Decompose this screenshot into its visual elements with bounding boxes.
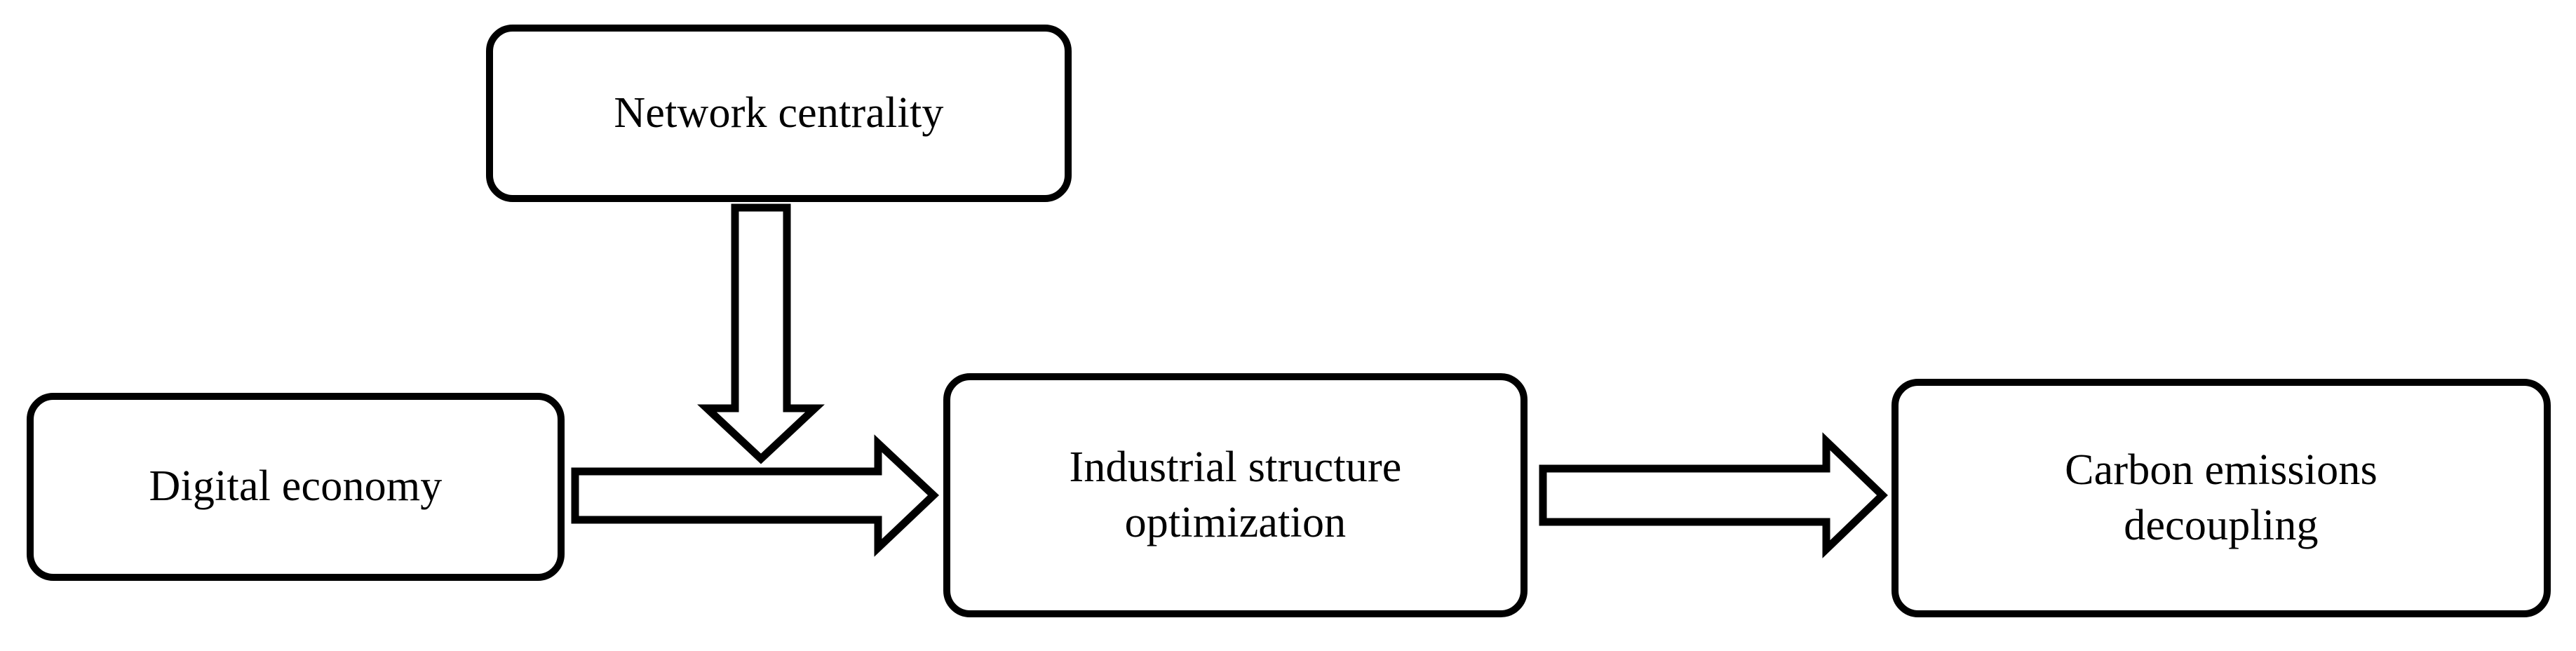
arrow-right-icon-digital-to-industrial [571, 434, 940, 557]
arrow-right-glyph [571, 434, 940, 557]
node-digital-economy[interactable]: Digital economy [27, 393, 565, 581]
arrow-right-icon-industrial-to-carbon [1539, 432, 1888, 558]
arrow-right-shape [1539, 432, 1888, 558]
node-industrial-structure-optimization-label: Industrial structure optimization [1069, 443, 1402, 546]
node-network-centrality-label: Network centrality [614, 88, 944, 137]
node-carbon-emissions-decoupling-label: Carbon emissions decoupling [2065, 445, 2378, 549]
arrow-right-shape [571, 434, 940, 557]
node-industrial-structure-optimization[interactable]: Industrial structure optimization [943, 373, 1528, 617]
node-carbon-emissions-decoupling[interactable]: Carbon emissions decoupling [1891, 379, 2551, 617]
arrow-down-glyph [697, 203, 825, 464]
node-network-centrality[interactable]: Network centrality [486, 25, 1072, 202]
arrow-down-icon-centrality-to-industrial [697, 203, 825, 464]
arrow-right-glyph [1539, 432, 1888, 558]
node-digital-economy-label: Digital economy [149, 462, 443, 511]
arrow-down-shape [697, 203, 825, 464]
